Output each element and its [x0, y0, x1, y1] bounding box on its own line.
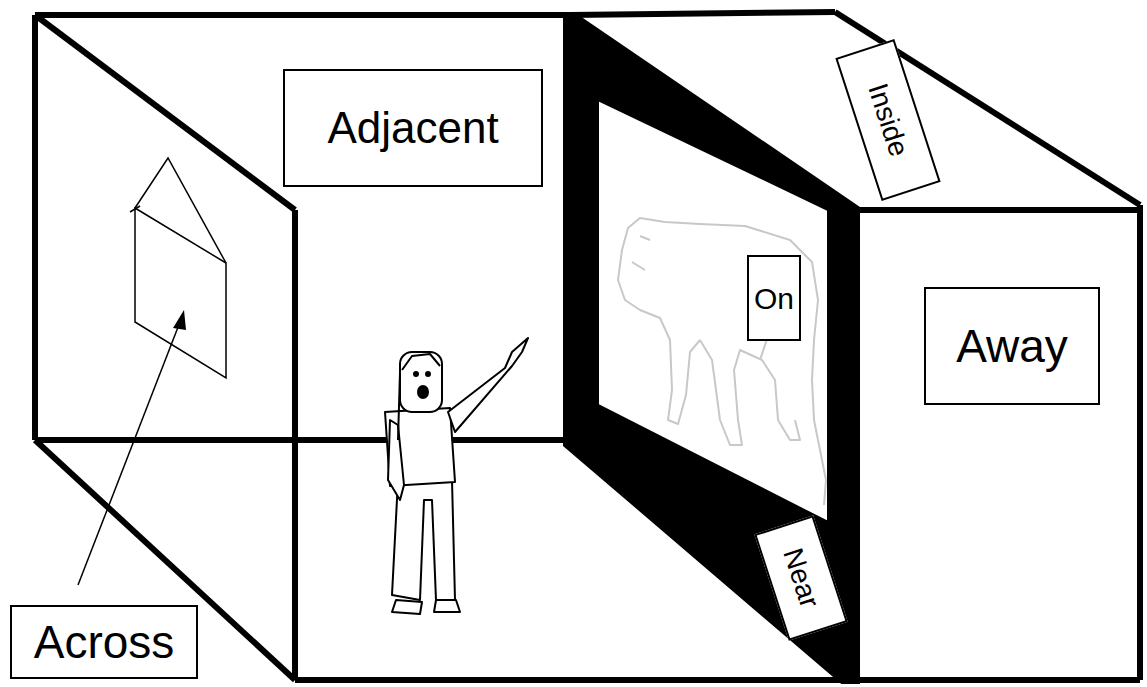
- ceiling-edge: [570, 12, 835, 15]
- label-text: Near: [777, 544, 825, 611]
- wall-picture: [130, 158, 226, 378]
- person-figure: [385, 338, 528, 614]
- ceiling-edge: [35, 12, 570, 18]
- label-text: Away: [956, 321, 1068, 372]
- ceiling-edge: [850, 207, 1140, 213]
- person-foot: [392, 600, 422, 614]
- floor-edge: [295, 677, 1140, 683]
- person-hair: [402, 354, 440, 370]
- picture-roof: [135, 158, 226, 263]
- person-hair-strand: [398, 372, 400, 440]
- person-arm: [388, 420, 404, 500]
- person-mouth: [418, 386, 428, 398]
- leader-line: [78, 322, 180, 585]
- label-box: Adjacent: [283, 69, 543, 187]
- label-box: On: [747, 255, 801, 341]
- wall-edge: [35, 15, 295, 210]
- label-box: Inside: [835, 39, 940, 201]
- label-text: Across: [34, 617, 175, 668]
- label-text: Inside: [862, 80, 914, 161]
- floor-edge: [35, 437, 570, 443]
- wall-edge: [32, 15, 38, 440]
- person-foot: [434, 600, 460, 612]
- label-text: Adjacent: [327, 104, 498, 152]
- person-eye: [426, 372, 430, 376]
- picture-frame: [135, 208, 226, 378]
- ceiling-edge: [835, 12, 1140, 205]
- panther-drawing: [618, 218, 826, 505]
- screen: [598, 100, 828, 522]
- label-box: Near: [754, 515, 848, 641]
- person-head: [400, 352, 442, 412]
- label-box: Across: [10, 605, 198, 679]
- wall-edge: [1137, 205, 1143, 680]
- label-box: Away: [924, 287, 1100, 405]
- dividing-wall: [565, 15, 858, 682]
- arrow-head: [173, 310, 186, 330]
- label-text: On: [754, 282, 794, 315]
- person-arm: [448, 338, 528, 432]
- picture-mark: [130, 206, 140, 212]
- person-eye: [414, 372, 418, 376]
- wall-edge: [292, 210, 298, 680]
